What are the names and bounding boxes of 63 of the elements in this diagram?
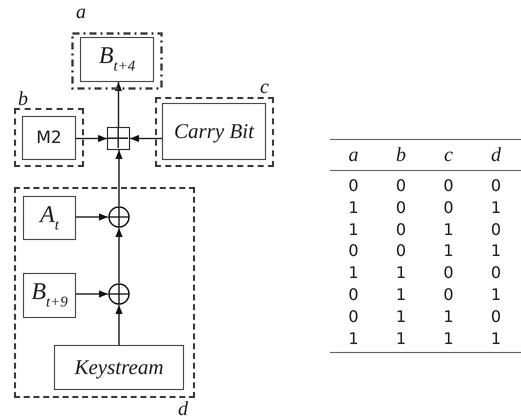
group-label: d	[178, 399, 188, 419]
table-value: 1	[490, 198, 502, 218]
group-label: b	[18, 89, 28, 109]
block-label: Keystream	[74, 355, 164, 380]
table-value: 0	[442, 263, 455, 284]
table-value: 0	[442, 198, 455, 218]
adder-box	[107, 127, 130, 150]
block-box	[23, 196, 76, 240]
arrow	[76, 213, 108, 221]
arrow	[115, 150, 123, 206]
block-label: M2	[36, 128, 62, 148]
table-value: 0	[490, 176, 502, 196]
column-header: c	[443, 145, 454, 165]
arrow	[115, 228, 123, 283]
arrow	[115, 305, 123, 345]
xor-circle	[108, 206, 130, 228]
table-value: 1	[442, 328, 455, 349]
column-header: b	[395, 145, 407, 165]
block-box	[80, 37, 154, 82]
table-value: 1	[347, 328, 360, 349]
table-value: 1	[490, 328, 502, 349]
table-value: 0	[490, 306, 502, 327]
table-value: 1	[394, 306, 408, 327]
group-label: c	[260, 77, 269, 97]
block-label: B$_{t+9}$	[31, 279, 68, 312]
table-value: 0	[394, 220, 408, 240]
block-box	[23, 273, 76, 318]
table-value: 1	[442, 306, 455, 327]
arrow	[130, 134, 162, 142]
table-value: 0	[490, 263, 502, 284]
table-value: 1	[490, 285, 502, 305]
block-box	[162, 103, 266, 160]
table-value: 1	[347, 220, 360, 240]
arrow	[76, 290, 108, 298]
table-value: 0	[442, 285, 455, 305]
table-value: 1	[394, 263, 408, 284]
block-box	[54, 345, 184, 390]
table-value: 0	[347, 306, 360, 327]
table-value: 0	[394, 241, 408, 262]
table-value: 0	[347, 241, 360, 262]
table-value: 0	[442, 176, 455, 196]
block-label: A$_{t}$	[40, 202, 59, 234]
column-header: d	[490, 145, 502, 165]
arrow	[76, 134, 107, 142]
table-value: 0	[347, 176, 360, 196]
table-value: 0	[394, 198, 408, 218]
block-box	[22, 116, 76, 160]
xor-circle	[108, 283, 130, 305]
group-label: a	[76, 2, 86, 22]
table-value: 1	[442, 220, 455, 240]
table-value: 1	[490, 241, 502, 262]
table-value: 1	[394, 328, 408, 349]
table-value: 1	[442, 241, 455, 262]
block-label: Carry Bit	[174, 119, 254, 144]
table-value: 0	[490, 220, 502, 240]
arrow	[114, 82, 122, 127]
table-value: 1	[347, 198, 360, 218]
table-value: 0	[394, 176, 408, 196]
block-label: B$_{t+4}$	[98, 43, 136, 76]
column-header: a	[348, 145, 360, 165]
table-value: 1	[394, 285, 408, 305]
table-value: 1	[347, 263, 360, 284]
table-value: 0	[347, 285, 360, 305]
